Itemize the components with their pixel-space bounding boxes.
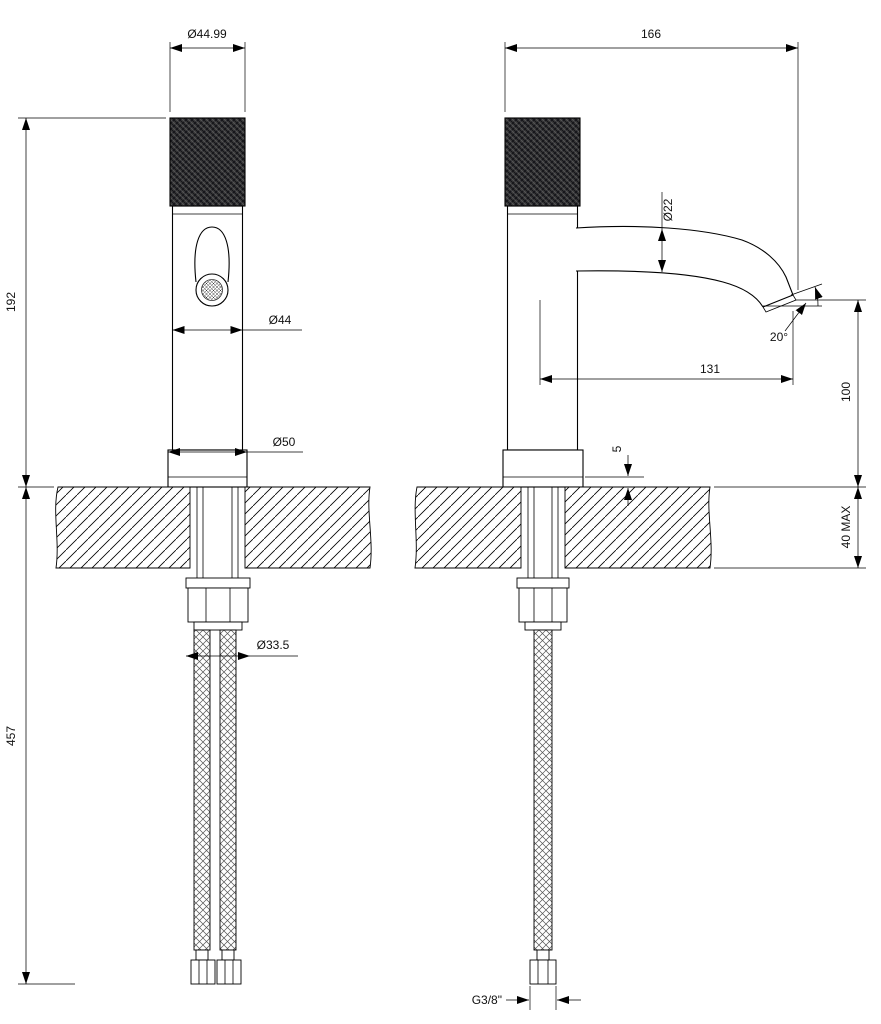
knurled-handle-front bbox=[169, 117, 246, 207]
dim-spout-diameter-label: Ø22 bbox=[661, 198, 675, 221]
spout-tube-front bbox=[194, 226, 230, 283]
aerator bbox=[201, 279, 223, 301]
dim-base-ring-height: 5 bbox=[585, 445, 644, 506]
counter-slab-right bbox=[244, 486, 372, 569]
washer-side bbox=[516, 577, 570, 589]
hose-nut-right bbox=[216, 959, 242, 985]
dim-base-ring-height-label: 5 bbox=[610, 445, 624, 452]
dim-max-deck-thickness: 40 MAX bbox=[714, 486, 866, 569]
base-flange-side bbox=[502, 449, 584, 488]
side-view: 166 Ø22 20° 131 100 bbox=[414, 27, 866, 1010]
hose-sleeve-side bbox=[536, 949, 550, 961]
dim-overall-depth-label: 166 bbox=[641, 27, 661, 41]
flex-hose-side bbox=[533, 629, 553, 951]
nut-collar-side bbox=[524, 621, 562, 631]
dim-hose-length: 457 bbox=[4, 487, 75, 985]
dim-body-diameter: Ø44 bbox=[172, 313, 302, 334]
spout-outlet-edge bbox=[762, 294, 794, 308]
dim-hose-thread: G3/8" bbox=[472, 986, 581, 1010]
knurled-handle-side bbox=[504, 117, 581, 207]
counter-section-side bbox=[414, 486, 712, 569]
spout-top-contour bbox=[575, 225, 794, 296]
dim-base-diameter: Ø50 bbox=[168, 435, 303, 456]
dim-max-deck-thickness-label: 40 MAX bbox=[839, 506, 853, 549]
dim-overall-depth: 166 bbox=[504, 27, 799, 290]
front-view: Ø44.99 192 Ø44 Ø50 Ø33.5 bbox=[4, 27, 372, 985]
dim-connection-diameter-label: Ø33.5 bbox=[257, 638, 290, 652]
counter-slab-left bbox=[55, 486, 191, 569]
dim-body-diameter-label: Ø44 bbox=[269, 313, 292, 327]
spout-bottom-contour bbox=[575, 270, 764, 308]
dim-spout-reach: 131 bbox=[539, 300, 794, 385]
mounting-nut-side bbox=[518, 587, 568, 623]
dim-hose-thread-label: G3/8" bbox=[472, 993, 502, 1007]
dim-handle-diameter: Ø44.99 bbox=[169, 27, 246, 112]
counter-slab-right bbox=[564, 486, 712, 569]
washer-front bbox=[185, 577, 251, 589]
base-flange-front bbox=[167, 449, 248, 488]
spout-front bbox=[194, 226, 230, 307]
hose-sleeve-left bbox=[195, 949, 209, 961]
dim-base-diameter-label: Ø50 bbox=[273, 435, 296, 449]
dim-height-label: 192 bbox=[4, 292, 18, 312]
dim-spout-height-label: 100 bbox=[839, 382, 853, 402]
counter-slab-left bbox=[414, 486, 522, 569]
nut-collar-front bbox=[193, 621, 243, 631]
hose-sleeve-right bbox=[221, 949, 235, 961]
faucet-body-side bbox=[506, 205, 579, 451]
hose-nut-left bbox=[190, 959, 216, 985]
under-counter-front bbox=[185, 487, 251, 985]
dim-spout-angle: 20° bbox=[763, 283, 823, 344]
dim-spout-reach-label: 131 bbox=[700, 362, 720, 376]
under-counter-side bbox=[516, 487, 570, 985]
dim-spout-height: 100 bbox=[796, 299, 866, 487]
flex-hose-right bbox=[219, 629, 237, 951]
dim-height-above-deck: 192 bbox=[4, 117, 166, 488]
dim-handle-diameter-label: Ø44.99 bbox=[187, 27, 227, 41]
mounting-nut-front bbox=[187, 587, 249, 623]
dim-hose-length-label: 457 bbox=[4, 726, 18, 746]
dim-spout-diameter: Ø22 bbox=[658, 192, 675, 272]
dim-connection-diameter: Ø33.5 bbox=[186, 638, 298, 660]
hose-nut-side bbox=[529, 959, 557, 985]
dim-spout-angle-label: 20° bbox=[770, 330, 788, 344]
spout-side bbox=[574, 225, 797, 313]
counter-section-front bbox=[55, 486, 372, 569]
flex-hose-left bbox=[193, 629, 211, 951]
